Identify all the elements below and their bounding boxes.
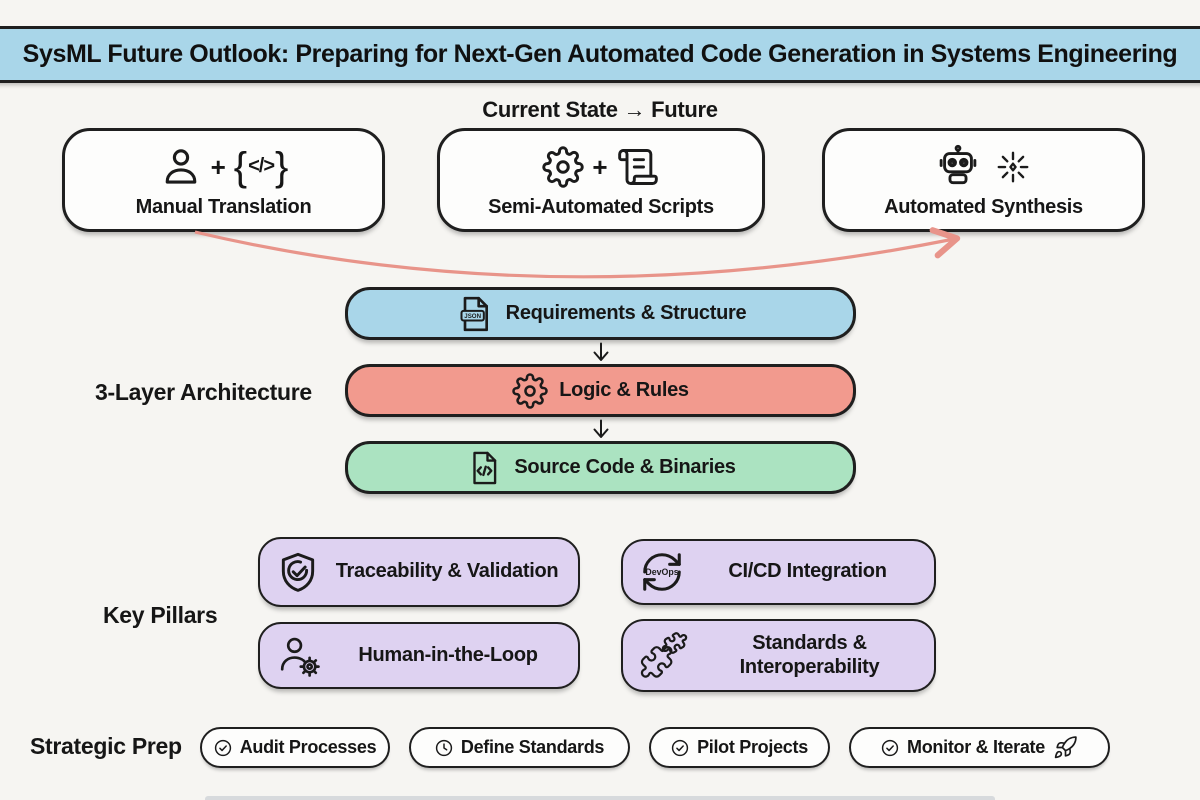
devops-loop-icon: DevOps	[643, 553, 681, 591]
devops-label: DevOps	[645, 567, 678, 577]
pillar-cicd-integration: DevOps CI/CD Integration	[621, 539, 936, 605]
layer-source-code-binaries: Source Code & Binaries	[345, 441, 856, 494]
prep-label: Audit Processes	[239, 737, 377, 757]
plus-sign: +	[592, 151, 608, 182]
stage-label: Semi-Automated Scripts	[488, 195, 714, 218]
stage-icons	[935, 142, 1032, 192]
prep-label: Monitor & Iterate	[907, 737, 1045, 757]
prep-pilot-projects: Pilot Projects	[649, 727, 830, 768]
plus-sign: +	[210, 151, 226, 182]
rocket-icon	[1054, 736, 1077, 759]
down-arrow-icon	[593, 419, 608, 438]
title-banner: SysML Future Outlook: Preparing for Next…	[0, 26, 1200, 83]
prep-define-standards: Define Standards	[409, 727, 630, 768]
stage-automated-synthesis: Automated Synthesis	[822, 128, 1145, 232]
code-braces-icon: {</>}	[233, 144, 289, 189]
check-circle-icon	[671, 739, 689, 756]
layer-logic-rules: Logic & Rules	[345, 364, 856, 417]
down-arrow-icon	[593, 342, 608, 361]
prep-monitor-iterate: Monitor & Iterate	[849, 727, 1110, 768]
strategic-prep-section-label: Strategic Prep	[30, 733, 182, 759]
layer-label: Source Code & Binaries	[514, 456, 736, 478]
pillar-label: CI/CD Integration	[728, 560, 887, 583]
stage-label: Manual Translation	[135, 195, 312, 218]
bottom-partial-bar	[205, 796, 995, 800]
prep-label: Define Standards	[460, 737, 605, 757]
person-gear-icon	[280, 637, 320, 677]
pillar-label: Human-in-the-Loop	[358, 643, 538, 666]
evolution-heading: Current State → Future	[482, 97, 718, 122]
json-file-icon: JSON	[460, 296, 488, 331]
json-badge-text: JSON	[464, 313, 481, 320]
stage-icons: + {</>}	[159, 142, 289, 192]
pillar-traceability-validation: Traceability & Validation	[258, 537, 580, 607]
stage-semi-automated-scripts: + Semi-Automated Scripts	[437, 128, 765, 232]
scroll-icon	[617, 148, 658, 185]
prep-label: Pilot Projects	[697, 737, 808, 757]
pillar-label: Traceability & Validation	[335, 560, 559, 583]
shield-check-icon	[281, 552, 315, 592]
layer-label: Requirements & Structure	[505, 302, 747, 324]
stage-manual-translation: + {</>} Manual Translation	[62, 128, 385, 232]
architecture-section-label: 3-Layer Architecture	[95, 379, 312, 405]
sparkle-icon	[997, 151, 1029, 182]
clock-icon	[435, 739, 453, 756]
person-icon	[165, 148, 196, 184]
gear-icon	[542, 145, 585, 188]
robot-icon	[939, 144, 977, 184]
layer-requirements-structure: JSON Requirements & Structure	[345, 287, 856, 340]
layer-label: Logic & Rules	[559, 379, 689, 401]
evolution-curve-arrow	[194, 227, 961, 279]
pillar-label: Standards & Interoperability	[739, 631, 880, 678]
check-circle-icon	[214, 739, 231, 756]
stage-icons: +	[542, 142, 659, 192]
pillar-human-in-the-loop: Human-in-the-Loop	[258, 622, 580, 689]
stage-label: Automated Synthesis	[884, 195, 1083, 218]
pillars-section-label: Key Pillars	[103, 602, 218, 628]
pillar-standards-interoperability: Standards & Interoperability	[621, 619, 936, 692]
architecture-layers: JSON Requirements & Structure Logic & Ru…	[345, 287, 856, 494]
prep-audit-processes: Audit Processes	[200, 727, 390, 768]
gear-icon	[512, 372, 549, 409]
code-file-icon	[473, 451, 497, 484]
diagram-title: SysML Future Outlook: Preparing for Next…	[22, 40, 1178, 68]
puzzle-icon	[640, 630, 688, 678]
check-circle-icon	[881, 739, 899, 756]
